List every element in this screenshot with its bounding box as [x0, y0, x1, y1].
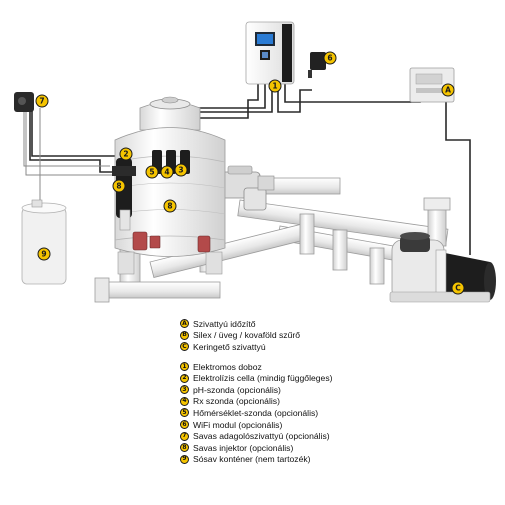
legend-badge-3: 3	[180, 385, 189, 395]
badge-8-tank: 8	[163, 199, 177, 213]
legend-text-c: Keringető szivattyú	[193, 341, 266, 352]
legend-item-b: B Silex / üveg / kovaföld szűrő	[180, 330, 480, 342]
badge-5: 5	[145, 165, 159, 179]
circulation-pump	[389, 232, 496, 303]
legend-badge-b: B	[180, 330, 189, 340]
badge-6: 6	[323, 51, 337, 65]
electrical-control-box	[245, 21, 295, 85]
badge-3: 3	[174, 163, 188, 177]
legend-badge-1: 1	[180, 362, 189, 372]
svg-text:5: 5	[149, 168, 154, 177]
legend-text-9: Sósav konténer (nem tartozék)	[193, 454, 311, 465]
tubes	[23, 108, 112, 210]
legend-text-1: Elektromos doboz	[193, 361, 262, 372]
badge-4: 4	[160, 165, 174, 179]
legend-text-4: Rx szonda (opcionális)	[193, 396, 280, 407]
dosing-pump	[14, 92, 34, 112]
legend-item-3: 3 pH-szonda (opcionális)	[180, 384, 480, 396]
svg-text:C: C	[455, 284, 461, 293]
legend-badge-9: 9	[180, 454, 189, 464]
legend-text-7: Savas adagolószivattyú (opcionális)	[193, 431, 330, 442]
legend-text-b: Silex / üveg / kovaföld szűrő	[193, 330, 300, 341]
legend-text-a: Szivattyú időzítő	[193, 318, 256, 329]
legend-item-5: 5 Hőmérséklet-szonda (opcionális)	[180, 407, 480, 419]
acid-container	[21, 199, 67, 285]
svg-text:1: 1	[272, 82, 277, 91]
legend-item-7: 7 Savas adagolószivattyú (opcionális)	[180, 430, 480, 442]
badge-8-injector: 8	[112, 179, 126, 193]
legend-text-8: Savas injektor (opcionális)	[193, 442, 294, 453]
wifi-module	[308, 52, 326, 78]
legend-spacer	[180, 353, 480, 361]
legend-item-1: 1 Elektromos doboz	[180, 361, 480, 373]
svg-text:2: 2	[123, 150, 128, 159]
legend-item-9: 9 Sósav konténer (nem tartozék)	[180, 454, 480, 466]
multiport-valve	[219, 165, 275, 211]
legend-item-4: 4 Rx szonda (opcionális)	[180, 396, 480, 408]
badge-a: A	[441, 83, 455, 97]
legend-text-6: WiFi modul (opcionális)	[193, 419, 283, 430]
legend-item-8: 8 Savas injektor (opcionális)	[180, 442, 480, 454]
legend-item-2: 2 Elektrolízis cella (mindig függőleges)	[180, 372, 480, 384]
svg-text:7: 7	[39, 97, 44, 106]
badge-2: 2	[119, 147, 133, 161]
legend-item-c: C Keringető szivattyú	[180, 341, 480, 353]
valves	[132, 231, 211, 253]
legend-item-6: 6 WiFi modul (opcionális)	[180, 419, 480, 431]
svg-text:6: 6	[327, 54, 332, 63]
svg-text:9: 9	[41, 250, 46, 259]
svg-text:8: 8	[116, 182, 121, 191]
legend-item-a: A Szivattyú időzítő	[180, 318, 480, 330]
legend-badge-7: 7	[180, 431, 189, 441]
legend: A Szivattyú időzítő B Silex / üveg / kovaf…	[180, 318, 480, 465]
legend-badge-5: 5	[180, 408, 189, 418]
legend-badge-c: C	[180, 342, 189, 352]
legend-text-2: Elektrolízis cella (mindig függőleges)	[193, 373, 333, 384]
svg-text:4: 4	[164, 168, 169, 177]
legend-badge-4: 4	[180, 396, 189, 406]
filter-tank	[114, 96, 226, 275]
legend-badge-a: A	[180, 319, 189, 329]
svg-text:3: 3	[178, 166, 183, 175]
legend-text-5: Hőmérséklet-szonda (opcionális)	[193, 407, 319, 418]
legend-badge-8: 8	[180, 443, 189, 453]
svg-text:A: A	[445, 86, 451, 95]
badge-9: 9	[37, 247, 51, 261]
legend-badge-6: 6	[180, 420, 189, 430]
badge-c: C	[451, 281, 465, 295]
svg-text:8: 8	[167, 202, 172, 211]
badge-1: 1	[268, 79, 282, 93]
badge-7: 7	[35, 94, 49, 108]
legend-badge-2: 2	[180, 373, 189, 383]
legend-text-3: pH-szonda (opcionális)	[193, 384, 281, 395]
